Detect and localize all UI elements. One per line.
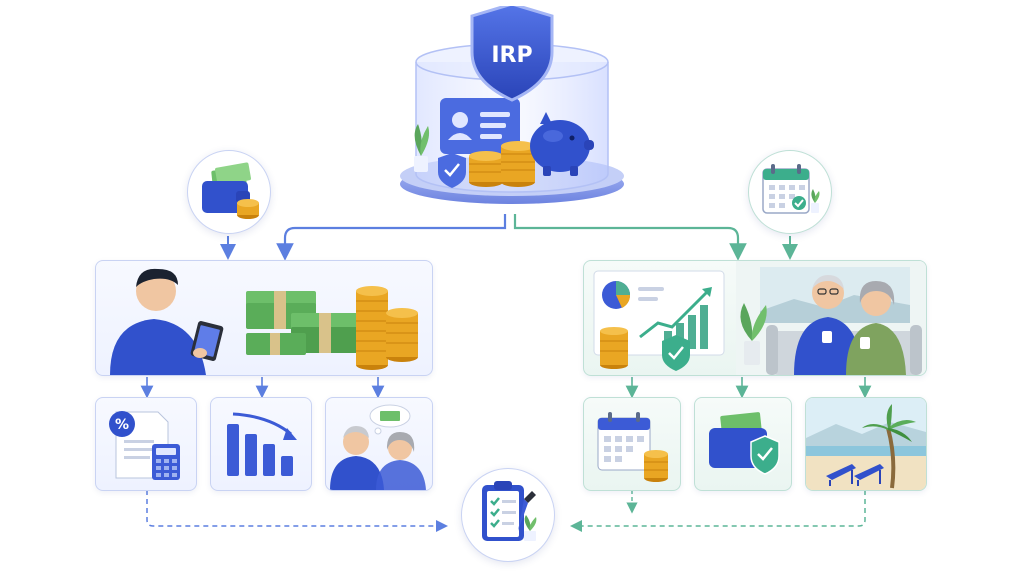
cash-stacks bbox=[246, 291, 361, 355]
percent-document-calculator-icon: % bbox=[109, 411, 180, 480]
vault-to-right-arrow bbox=[513, 214, 747, 261]
calendar-circle bbox=[748, 150, 832, 234]
left-sub-card-3 bbox=[325, 397, 433, 491]
left-main-panel bbox=[95, 260, 433, 376]
right-sub-card-1 bbox=[583, 397, 681, 491]
right-sub-card-2 bbox=[694, 397, 792, 491]
calendar-coins-icon bbox=[597, 412, 668, 482]
coin-towers bbox=[356, 286, 418, 370]
coin-stack bbox=[469, 141, 535, 187]
right-dashed-connector bbox=[570, 490, 866, 532]
left-dashed-connector bbox=[146, 490, 448, 532]
growth-chart-retired-couple-icon bbox=[593, 261, 926, 375]
clipboard-circle bbox=[461, 468, 555, 562]
calendar-check-icon bbox=[762, 164, 820, 214]
wallet-shield-icon bbox=[709, 412, 780, 475]
person-tablet-cash-coins-icon bbox=[110, 268, 418, 375]
right-sub-card-3 bbox=[805, 397, 927, 491]
thinking-elderly-couple-icon bbox=[330, 404, 426, 490]
left-sub-card-2 bbox=[210, 397, 312, 491]
irp-vault: IRP bbox=[388, 2, 636, 210]
svg-text:%: % bbox=[115, 417, 129, 433]
irp-shield-label: IRP bbox=[491, 43, 532, 68]
left-sub-card-1: % bbox=[95, 397, 197, 491]
piggy-bank bbox=[530, 112, 594, 176]
clipboard-checklist-icon bbox=[482, 481, 537, 541]
vault-to-left-arrow bbox=[276, 214, 507, 261]
right-main-panel bbox=[583, 260, 927, 376]
wallet-cash-coins-icon bbox=[202, 162, 259, 219]
beach-loungers-palm-icon bbox=[806, 398, 926, 490]
wallet-circle bbox=[187, 150, 271, 234]
irp-shield-icon: IRP bbox=[470, 2, 554, 102]
declining-bar-chart-icon bbox=[227, 412, 297, 476]
